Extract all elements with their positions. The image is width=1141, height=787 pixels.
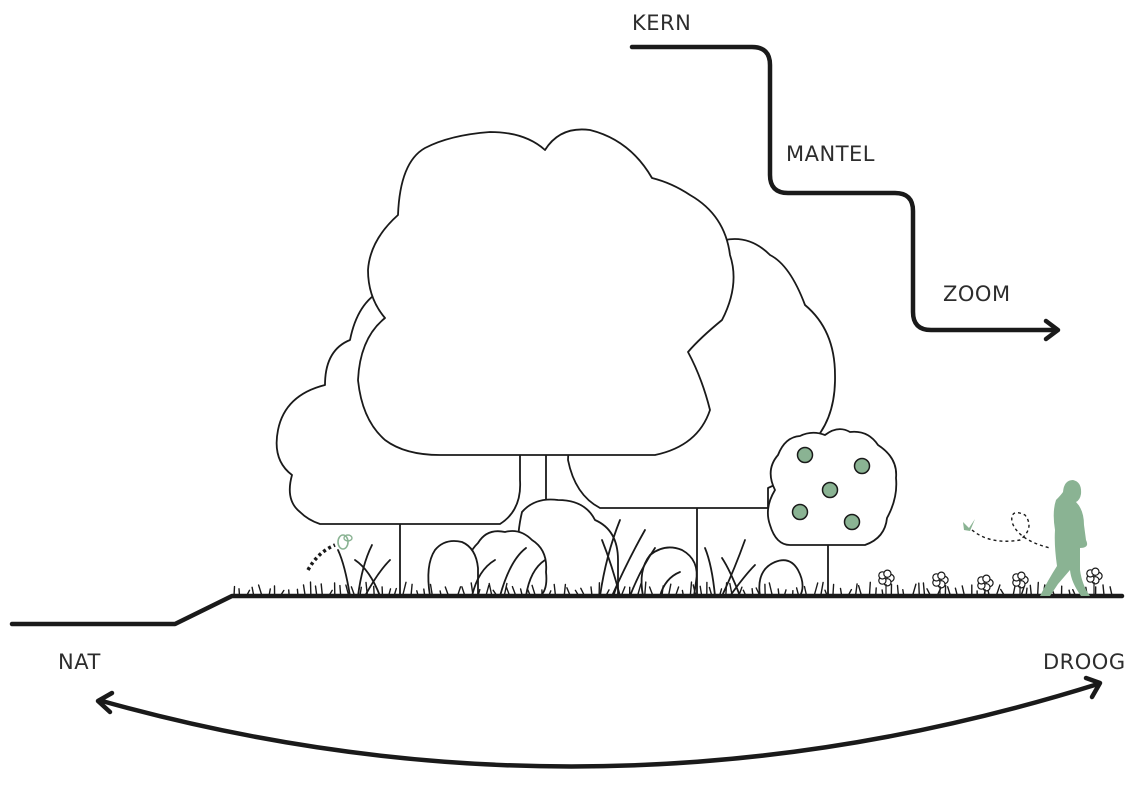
zone-label-mantel: MANTEL <box>786 142 875 166</box>
fruit <box>793 505 808 520</box>
zone-label-zoom: ZOOM <box>943 282 1011 306</box>
butterfly-icon <box>963 513 1050 548</box>
fruit <box>823 483 838 498</box>
person-icon <box>1040 480 1090 596</box>
gradient-label-dry: DROOG <box>1043 650 1126 674</box>
fruit <box>855 459 870 474</box>
ground-profile <box>12 596 1122 624</box>
bee-icon <box>308 535 352 570</box>
zone-label-kern: KERN <box>632 11 691 35</box>
fruit <box>845 515 860 530</box>
flower-icon <box>1087 568 1102 596</box>
fruit <box>798 448 813 463</box>
moisture-gradient-arrow <box>98 678 1100 766</box>
shrub <box>428 541 478 596</box>
flower-icon <box>978 575 993 596</box>
meadow-flowers <box>879 568 1102 596</box>
flower-icon <box>1013 572 1028 596</box>
gradient-label-wet: NAT <box>58 650 101 674</box>
shrub <box>759 560 802 596</box>
